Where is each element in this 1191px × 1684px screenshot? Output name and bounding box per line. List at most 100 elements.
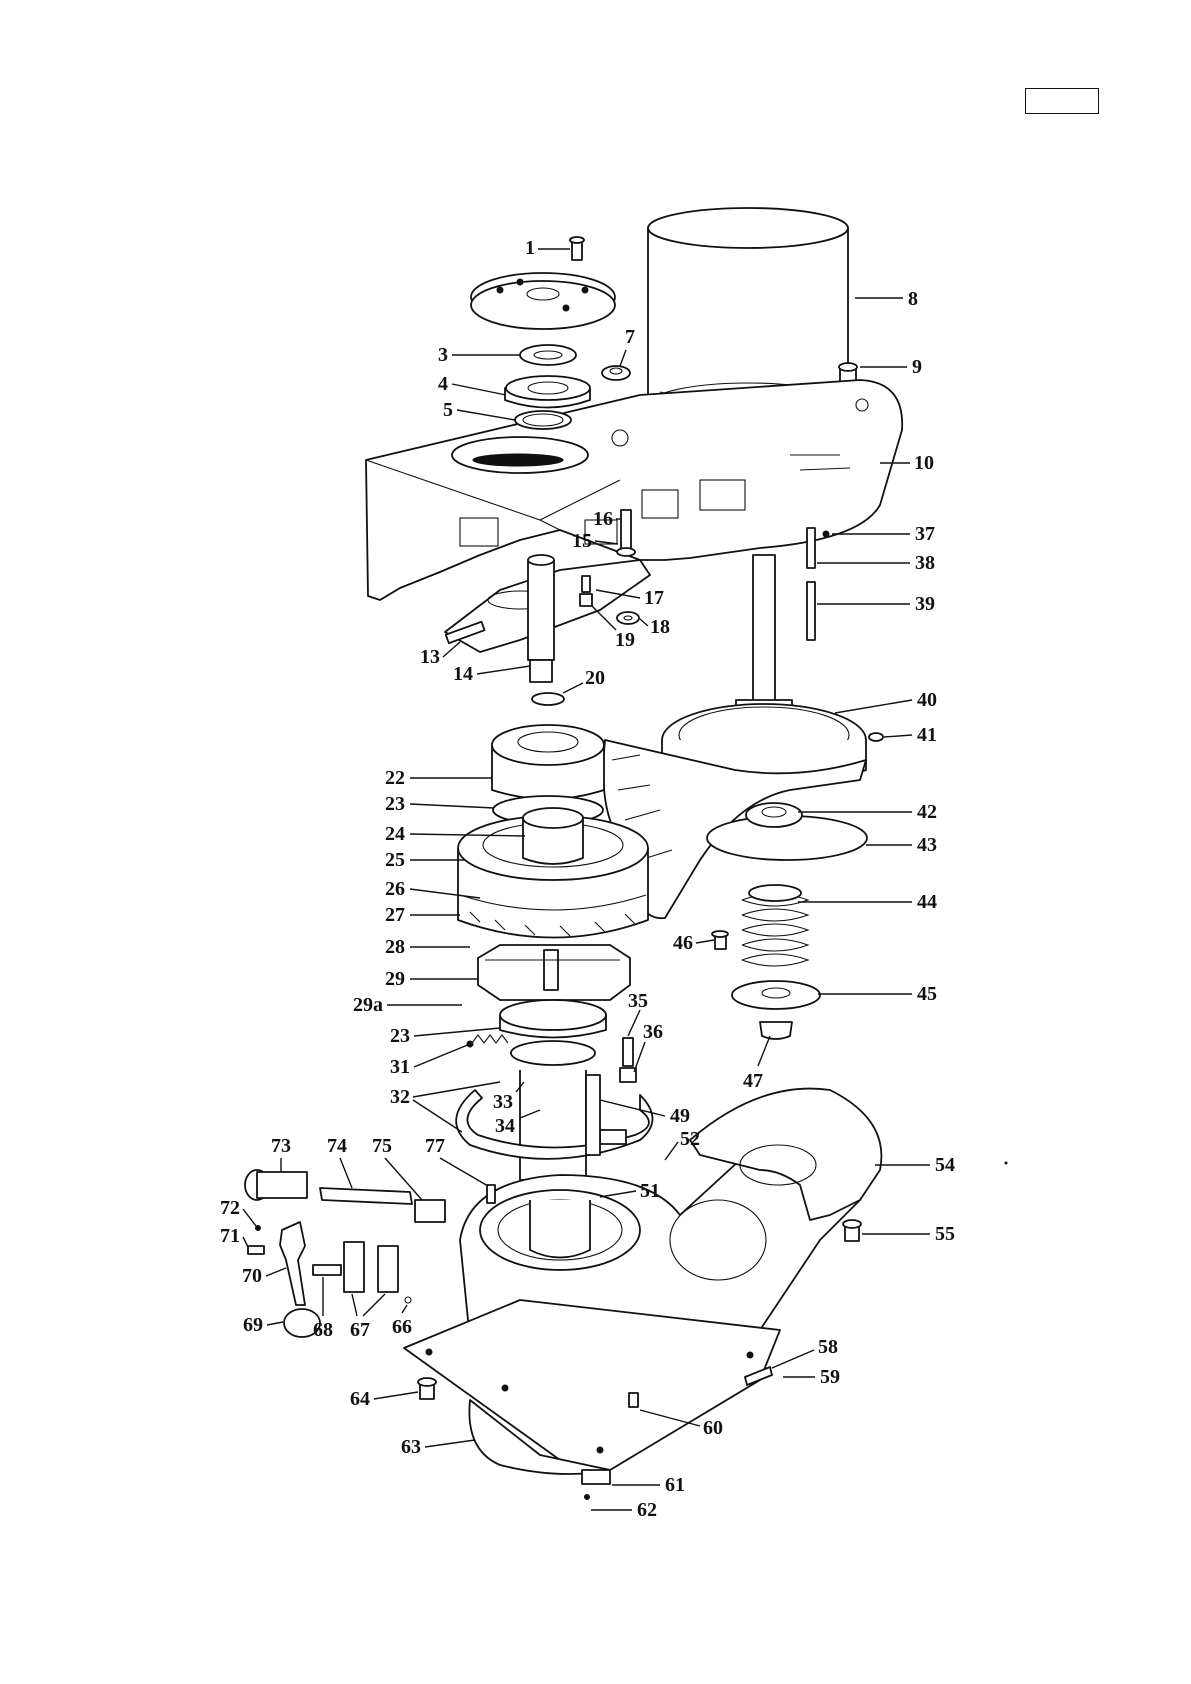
svg-text:49: 49 xyxy=(670,1105,690,1127)
svg-text:40: 40 xyxy=(917,689,937,711)
svg-text:74: 74 xyxy=(327,1135,347,1157)
svg-text:43: 43 xyxy=(917,834,937,856)
label-46: 46 xyxy=(673,932,714,954)
label-54: 54 xyxy=(875,1154,955,1176)
hex-nut xyxy=(602,366,630,380)
label-52: 52 xyxy=(665,1128,700,1160)
svg-text:51: 51 xyxy=(640,1180,660,1202)
label-74: 74 xyxy=(327,1135,352,1188)
svg-text:36: 36 xyxy=(643,1021,663,1043)
ball-bearing xyxy=(505,376,590,408)
spring-seat xyxy=(732,981,820,1039)
svg-text:72: 72 xyxy=(220,1197,240,1219)
label-69: 69 xyxy=(243,1314,283,1336)
drive-shaft xyxy=(528,555,554,682)
label-8: 8 xyxy=(855,288,918,310)
svg-text:16: 16 xyxy=(593,508,613,530)
label-31: 31 xyxy=(390,1044,470,1078)
svg-text:33: 33 xyxy=(493,1091,513,1113)
svg-text:13: 13 xyxy=(420,646,440,668)
cover-screw xyxy=(843,1220,861,1241)
svg-text:22: 22 xyxy=(385,767,405,789)
clutch-plate xyxy=(478,945,630,1000)
top-flange xyxy=(471,273,615,329)
label-36: 36 xyxy=(634,1021,663,1072)
adjust-screw xyxy=(620,1038,636,1082)
label-14: 14 xyxy=(453,663,530,685)
label-5: 5 xyxy=(443,399,515,421)
svg-text:24: 24 xyxy=(385,823,405,845)
label-1: 1 xyxy=(525,237,570,259)
label-25: 25 xyxy=(385,849,465,871)
svg-text:58: 58 xyxy=(818,1336,838,1358)
svg-text:8: 8 xyxy=(908,288,918,310)
svg-text:26: 26 xyxy=(385,878,405,900)
svg-text:69: 69 xyxy=(243,1314,263,1336)
small-cap-screw xyxy=(712,931,728,949)
vertical-shaft-key xyxy=(586,1075,600,1155)
svg-text:44: 44 xyxy=(917,891,937,913)
svg-text:29a: 29a xyxy=(353,994,383,1016)
label-39: 39 xyxy=(817,593,935,615)
label-23-bottom: 23 xyxy=(390,1025,500,1047)
label-61: 61 xyxy=(612,1474,685,1496)
label-29a: 29a xyxy=(353,994,462,1016)
label-7: 7 xyxy=(620,326,635,366)
label-18: 18 xyxy=(640,616,670,638)
label-4: 4 xyxy=(438,373,506,395)
svg-text:46: 46 xyxy=(673,932,693,954)
svg-text:31: 31 xyxy=(390,1056,410,1078)
svg-text:70: 70 xyxy=(242,1265,262,1287)
spring-clip xyxy=(487,1185,495,1203)
svg-text:15: 15 xyxy=(572,530,592,552)
svg-text:17: 17 xyxy=(644,587,664,609)
label-45: 45 xyxy=(818,983,937,1005)
svg-text:63: 63 xyxy=(401,1436,421,1458)
retaining-spring xyxy=(467,1035,508,1047)
svg-text:27: 27 xyxy=(385,904,405,926)
locating-pin xyxy=(629,1393,638,1407)
speck xyxy=(1005,1162,1007,1164)
set-pin xyxy=(869,733,883,741)
svg-text:42: 42 xyxy=(917,801,937,823)
compression-spring xyxy=(742,885,808,966)
base-plate xyxy=(404,1300,780,1470)
rivet xyxy=(585,1495,590,1500)
brake-ring xyxy=(500,1000,606,1038)
svg-text:73: 73 xyxy=(271,1135,291,1157)
label-59: 59 xyxy=(783,1366,840,1388)
label-9: 9 xyxy=(860,356,922,378)
label-41: 41 xyxy=(884,724,937,746)
label-63: 63 xyxy=(401,1436,475,1458)
svg-text:34: 34 xyxy=(495,1115,515,1137)
svg-text:18: 18 xyxy=(650,616,670,638)
label-3: 3 xyxy=(438,344,520,366)
svg-text:37: 37 xyxy=(915,523,935,545)
label-70: 70 xyxy=(242,1265,286,1287)
clevis-block xyxy=(344,1242,398,1292)
label-47: 47 xyxy=(743,1036,770,1092)
label-27: 27 xyxy=(385,904,460,926)
label-40: 40 xyxy=(835,689,937,713)
lock-washer xyxy=(520,345,576,365)
svg-text:54: 54 xyxy=(935,1154,955,1176)
svg-text:23: 23 xyxy=(390,1025,410,1047)
svg-text:23: 23 xyxy=(385,793,405,815)
svg-text:29: 29 xyxy=(385,968,405,990)
label-62: 62 xyxy=(591,1499,657,1521)
svg-text:14: 14 xyxy=(453,663,473,685)
label-38: 38 xyxy=(817,552,935,574)
small-pin xyxy=(405,1297,411,1303)
shaft-bushing xyxy=(415,1200,445,1222)
svg-text:4: 4 xyxy=(438,373,448,395)
label-73: 73 xyxy=(271,1135,291,1172)
svg-text:5: 5 xyxy=(443,399,453,421)
label-43: 43 xyxy=(866,834,937,856)
label-55: 55 xyxy=(862,1223,955,1245)
small-screw xyxy=(580,576,592,606)
svg-text:47: 47 xyxy=(743,1070,763,1092)
svg-text:45: 45 xyxy=(917,983,937,1005)
pivot-pin xyxy=(313,1265,341,1275)
svg-text:28: 28 xyxy=(385,936,405,958)
